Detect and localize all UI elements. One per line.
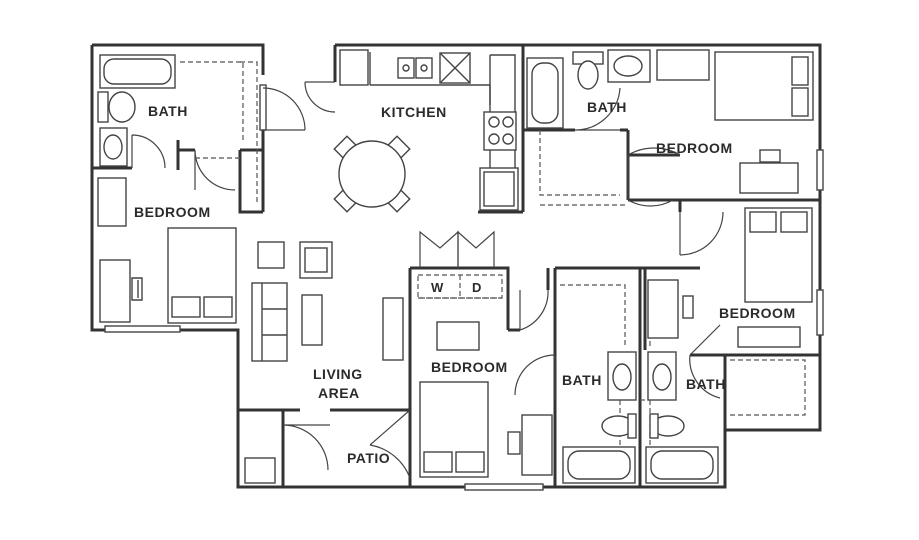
label-bedroom-center: BEDROOM bbox=[431, 359, 508, 375]
bedroom-top-right-furniture bbox=[656, 49, 814, 194]
label-patio: PATIO bbox=[347, 450, 390, 466]
label-bath-center: BATH bbox=[562, 372, 602, 388]
label-living-line2: AREA bbox=[318, 385, 360, 401]
bath-top-left-fixtures bbox=[97, 54, 176, 167]
label-kitchen: KITCHEN bbox=[381, 104, 447, 120]
bath-top-center-fixtures bbox=[526, 49, 651, 129]
interior-walls bbox=[92, 45, 820, 487]
living-furniture bbox=[251, 241, 404, 362]
label-bedroom-left: BEDROOM bbox=[134, 204, 211, 220]
bedroom-right-furniture bbox=[647, 207, 813, 348]
label-bath-right: BATH bbox=[686, 376, 726, 392]
room-labels: BATH KITCHEN BATH BEDROOM BEDROOM BEDROO… bbox=[134, 99, 796, 466]
label-dryer: D bbox=[472, 280, 481, 295]
windows bbox=[104, 84, 824, 491]
label-bath-top-center: BATH bbox=[587, 99, 627, 115]
label-living-line1: LIVING bbox=[313, 366, 363, 382]
bedroom-center-furniture bbox=[419, 321, 553, 478]
kitchen-fixtures bbox=[339, 49, 519, 211]
bedroom-left-furniture bbox=[97, 177, 237, 324]
baths-lower-fixtures bbox=[562, 351, 719, 484]
label-washer: W bbox=[431, 280, 444, 295]
doors bbox=[131, 81, 724, 479]
laundry bbox=[417, 274, 503, 299]
dining-table bbox=[333, 135, 411, 213]
label-bedroom-top-right: BEDROOM bbox=[656, 140, 733, 156]
label-bedroom-right: BEDROOM bbox=[719, 305, 796, 321]
patio-fixtures bbox=[244, 457, 276, 484]
label-bath-top-left: BATH bbox=[148, 103, 188, 119]
